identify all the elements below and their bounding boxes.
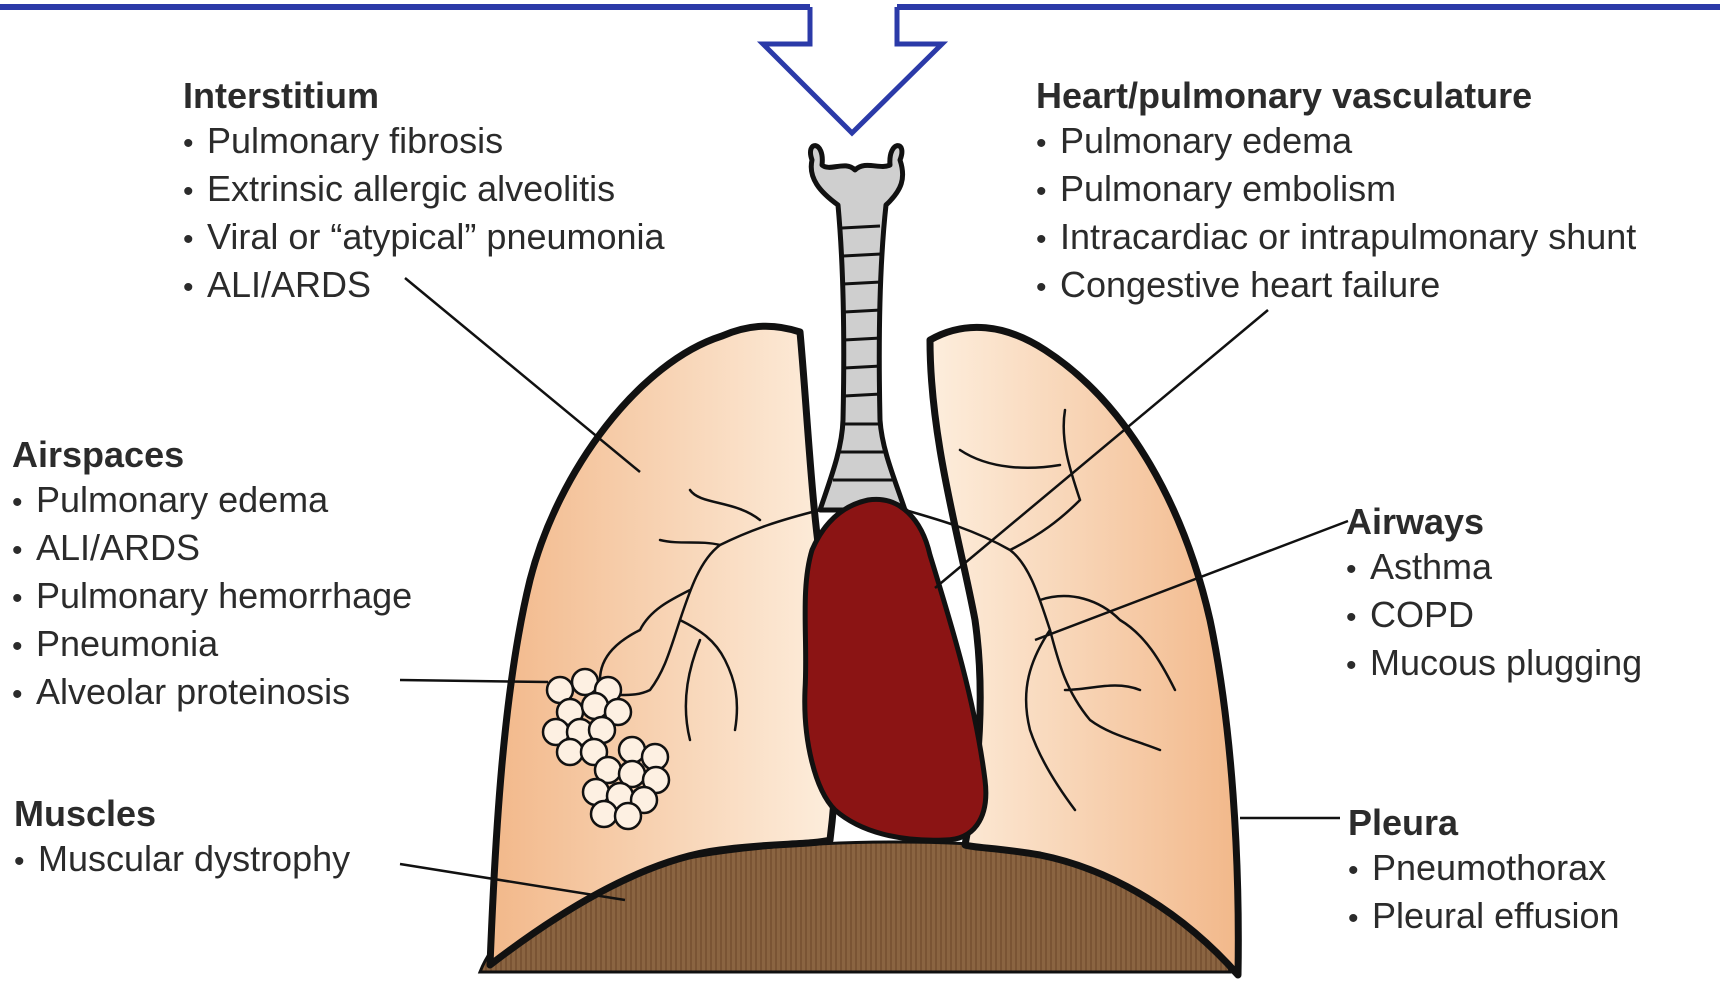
airways-group: Airways Asthma COPD Mucous plugging bbox=[1346, 499, 1642, 688]
pleura-list: Pneumothorax Pleural effusion bbox=[1348, 845, 1620, 941]
list-item-text: Intracardiac or intrapulmonary shunt bbox=[1060, 216, 1636, 257]
list-item: Intracardiac or intrapulmonary shunt bbox=[1036, 214, 1636, 262]
list-item: Pulmonary edema bbox=[12, 477, 412, 525]
list-item: Pneumothorax bbox=[1348, 845, 1620, 893]
interstitium-heading: Interstitium bbox=[183, 73, 665, 118]
pleura-group: Pleura Pneumothorax Pleural effusion bbox=[1348, 800, 1620, 941]
heart-vasculature-group: Heart/pulmonary vasculature Pulmonary ed… bbox=[1036, 73, 1636, 310]
list-item-text: Pulmonary embolism bbox=[1060, 168, 1396, 209]
list-item: ALI/ARDS bbox=[183, 262, 665, 310]
list-item: Viral or “atypical” pneumonia bbox=[183, 214, 665, 262]
airspaces-heading: Airspaces bbox=[12, 432, 412, 477]
heart-vasculature-list: Pulmonary edema Pulmonary embolism Intra… bbox=[1036, 118, 1636, 310]
list-item: Mucous plugging bbox=[1346, 640, 1642, 688]
list-item: Pulmonary fibrosis bbox=[183, 118, 665, 166]
list-item-text: Alveolar proteinosis bbox=[36, 671, 350, 712]
list-item: Alveolar proteinosis bbox=[12, 669, 412, 717]
list-item: Pneumonia bbox=[12, 621, 412, 669]
list-item-text: Pulmonary edema bbox=[1060, 120, 1352, 161]
list-item-text: Asthma bbox=[1370, 546, 1492, 587]
list-item-text: Pulmonary edema bbox=[36, 479, 328, 520]
airspaces-group: Airspaces Pulmonary edema ALI/ARDS Pulmo… bbox=[12, 432, 412, 717]
list-item-text: Mucous plugging bbox=[1370, 642, 1642, 683]
muscles-list: Muscular dystrophy bbox=[14, 836, 350, 884]
airspaces-list: Pulmonary edema ALI/ARDS Pulmonary hemor… bbox=[12, 477, 412, 717]
down-arrow-outline-icon bbox=[763, 7, 942, 133]
list-item: Pulmonary embolism bbox=[1036, 166, 1636, 214]
list-item-text: Pulmonary fibrosis bbox=[207, 120, 503, 161]
interstitium-list: Pulmonary fibrosis Extrinsic allergic al… bbox=[183, 118, 665, 310]
muscles-group: Muscles Muscular dystrophy bbox=[14, 791, 350, 884]
list-item-text: Viral or “atypical” pneumonia bbox=[207, 216, 665, 257]
list-item-text: Muscular dystrophy bbox=[38, 838, 350, 879]
list-item-text: Congestive heart failure bbox=[1060, 264, 1440, 305]
list-item: Pulmonary hemorrhage bbox=[12, 573, 412, 621]
list-item-text: COPD bbox=[1370, 594, 1474, 635]
list-item-text: Pulmonary hemorrhage bbox=[36, 575, 412, 616]
list-item: Congestive heart failure bbox=[1036, 262, 1636, 310]
list-item: Pleural effusion bbox=[1348, 893, 1620, 941]
list-item-text: Pneumothorax bbox=[1372, 847, 1606, 888]
list-item: Asthma bbox=[1346, 544, 1642, 592]
interstitium-group: Interstitium Pulmonary fibrosis Extrinsi… bbox=[183, 73, 665, 310]
heart-vasculature-heading: Heart/pulmonary vasculature bbox=[1036, 73, 1636, 118]
muscles-heading: Muscles bbox=[14, 791, 350, 836]
list-item: COPD bbox=[1346, 592, 1642, 640]
list-item: Muscular dystrophy bbox=[14, 836, 350, 884]
list-item-text: Extrinsic allergic alveolitis bbox=[207, 168, 615, 209]
airways-heading: Airways bbox=[1346, 499, 1642, 544]
list-item: ALI/ARDS bbox=[12, 525, 412, 573]
list-item-text: ALI/ARDS bbox=[36, 527, 200, 568]
list-item-text: Pleural effusion bbox=[1372, 895, 1620, 936]
airways-list: Asthma COPD Mucous plugging bbox=[1346, 544, 1642, 688]
trachea bbox=[811, 146, 905, 510]
list-item-text: Pneumonia bbox=[36, 623, 218, 664]
list-item-text: ALI/ARDS bbox=[207, 264, 371, 305]
list-item: Extrinsic allergic alveolitis bbox=[183, 166, 665, 214]
list-item: Pulmonary edema bbox=[1036, 118, 1636, 166]
pleura-heading: Pleura bbox=[1348, 800, 1620, 845]
